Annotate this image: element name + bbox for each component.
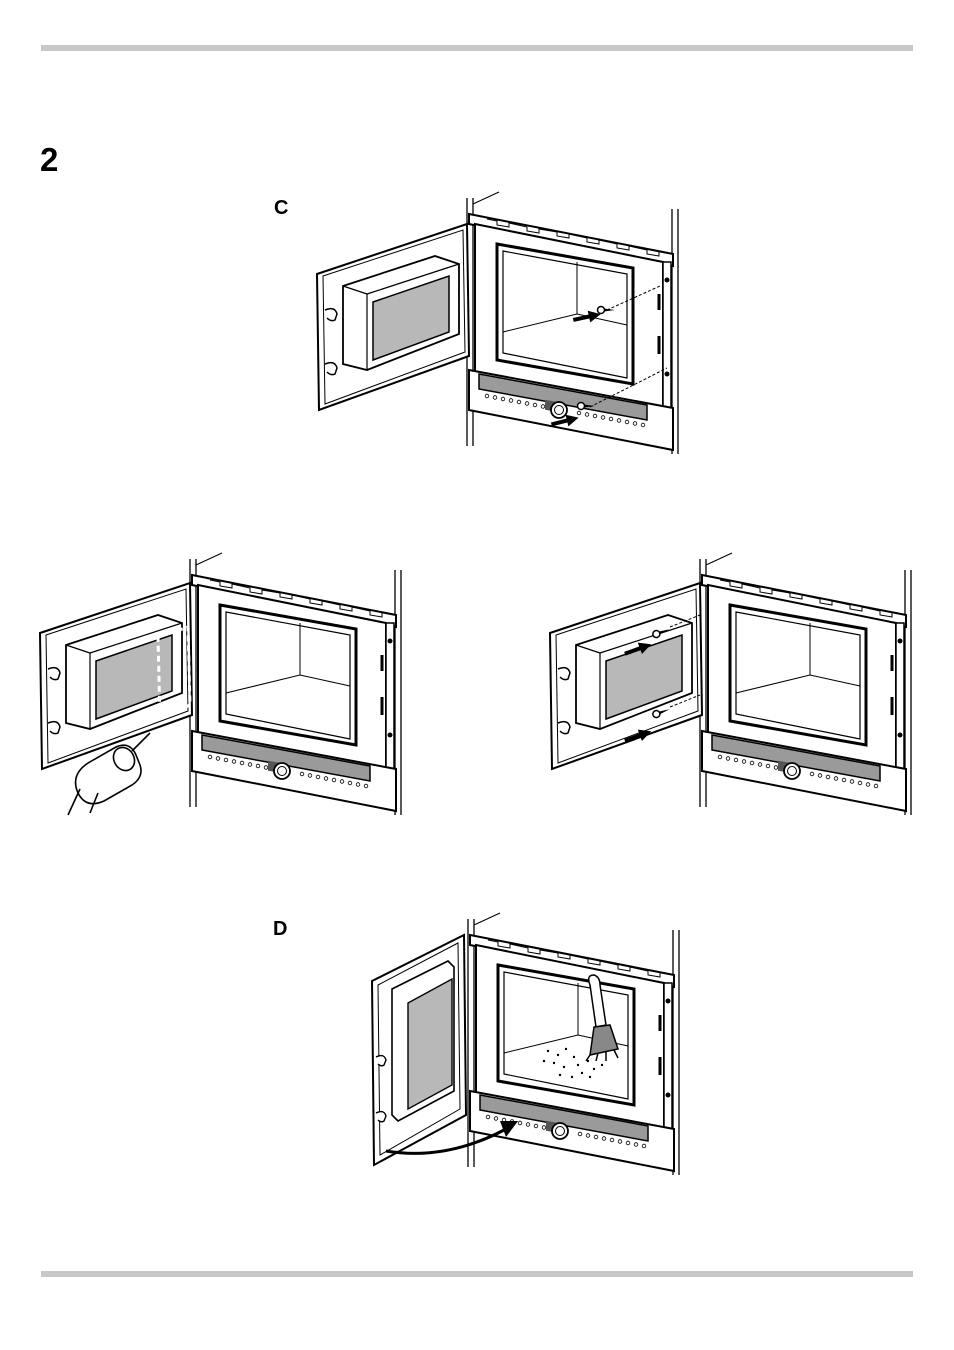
top-rule	[41, 45, 913, 51]
microwave-cleaning-brush-icon	[368, 915, 688, 1175]
figure-label-d: D	[273, 917, 287, 941]
bottom-rule	[41, 1271, 913, 1277]
microwave-door-screws-icon	[315, 200, 690, 460]
figure-label-c: C	[274, 196, 288, 220]
microwave-door-drill-icon	[40, 555, 405, 820]
microwave-door-window-screws-icon	[550, 555, 915, 820]
step-number: 2	[40, 140, 58, 180]
